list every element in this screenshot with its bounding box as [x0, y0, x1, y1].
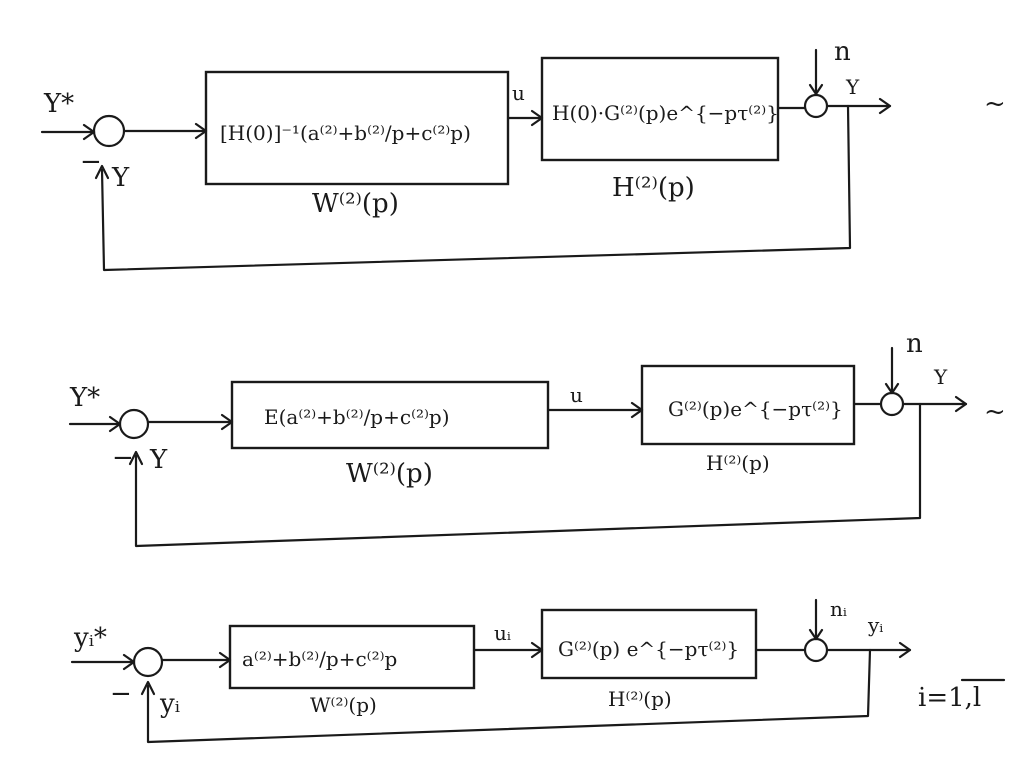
- d3-plant-label: H⁽²⁾(p): [608, 687, 672, 711]
- d3-disturbance-arrowhead: [808, 628, 824, 641]
- d3-feedback-label: yᵢ: [159, 689, 180, 719]
- d1-disturbance-label: n: [834, 37, 851, 67]
- margin-tilde-1: ~: [984, 89, 1006, 119]
- d2-feedback-arrowhead: [128, 450, 144, 466]
- d1-output-arrowhead: [878, 97, 892, 115]
- d3-feedback-arrowhead: [140, 680, 156, 696]
- diagram-3: yᵢ* − yᵢ a⁽²⁾+b⁽²⁾/p+c⁽²⁾p W⁽²⁾(p) uᵢ G⁽…: [70, 597, 1006, 744]
- d1-disturbance-junction: [803, 93, 829, 119]
- d2-input-label: Y*: [69, 383, 100, 413]
- d3-plant-text: G⁽²⁾(p) e^{−pτ⁽²⁾}: [558, 637, 739, 661]
- d2-feedback-path: [134, 402, 922, 548]
- d2-plant-label: H⁽²⁾(p): [706, 451, 770, 475]
- d1-output-label: Y: [845, 75, 860, 99]
- d2-disturbance-junction: [879, 391, 905, 417]
- d1-disturbance-arrowhead: [808, 83, 824, 96]
- d2-disturbance-label: n: [906, 329, 923, 359]
- d2-control-signal-label: u: [570, 383, 583, 407]
- d2-plant-text: G⁽²⁾(p)e^{−pτ⁽²⁾}: [668, 397, 843, 421]
- diagram-2: Y* − Y E(a⁽²⁾+b⁽²⁾/p+c⁽²⁾p) W⁽²⁾(p) u G⁽…: [68, 329, 968, 548]
- d3-disturbance-junction: [803, 637, 829, 663]
- d2-controller-text: E(a⁽²⁾+b⁽²⁾/p+c⁽²⁾p): [264, 405, 450, 429]
- d2-controller-label: W⁽²⁾(p): [346, 459, 433, 489]
- d1-summing-junction: [92, 114, 126, 148]
- d1-controller-block: [204, 70, 510, 186]
- d3-summing-junction: [132, 646, 164, 678]
- d3-controller-text: a⁽²⁾+b⁽²⁾/p+c⁽²⁾p: [242, 647, 397, 671]
- d2-output-label: Y: [933, 365, 948, 389]
- d3-output-arrowhead: [898, 641, 912, 659]
- d1-plant-text: H(0)·G⁽²⁾(p)e^{−pτ⁽²⁾}: [552, 101, 779, 125]
- d3-controller-label: W⁽²⁾(p): [310, 693, 377, 717]
- d1-feedback-label: Y: [111, 163, 130, 193]
- d1-control-signal-label: u: [512, 81, 525, 105]
- d2-controller-block: [230, 380, 550, 450]
- d3-output-label: yᵢ: [867, 613, 883, 637]
- d3-feedback-sign: −: [110, 679, 132, 709]
- d3-disturbance-label: nᵢ: [830, 597, 847, 621]
- d3-index-range: i=1,l: [918, 683, 981, 713]
- d2-disturbance-arrowhead: [884, 382, 900, 395]
- d3-controller-block: [228, 624, 476, 690]
- diagram-1: Y* − Y [H(0)]⁻¹(a⁽²⁾+b⁽²⁾/p+c⁽²⁾p) W⁽²⁾(…: [40, 37, 892, 272]
- d1-controller-text: [H(0)]⁻¹(a⁽²⁾+b⁽²⁾/p+c⁽²⁾p): [220, 121, 471, 145]
- d1-feedback-arrowhead: [94, 164, 110, 180]
- margin-tilde-2: ~: [984, 397, 1006, 427]
- d1-controller-label: W⁽²⁾(p): [312, 189, 399, 219]
- d2-summing-junction: [118, 408, 150, 440]
- d1-input-label: Y*: [43, 89, 74, 119]
- d3-control-signal-label: uᵢ: [494, 621, 511, 645]
- d3-input-label: yᵢ*: [73, 623, 107, 653]
- d3-plant-block: [540, 608, 758, 680]
- d1-plant-label: H⁽²⁾(p): [612, 173, 695, 203]
- d3-feedback-path: [146, 648, 872, 744]
- d1-feedback-sign: −: [80, 147, 102, 177]
- d2-feedback-label: Y: [149, 445, 168, 475]
- d2-feedback-sign: −: [112, 443, 134, 473]
- d1-feedback-path: [100, 104, 852, 272]
- d2-output-arrowhead: [954, 395, 968, 413]
